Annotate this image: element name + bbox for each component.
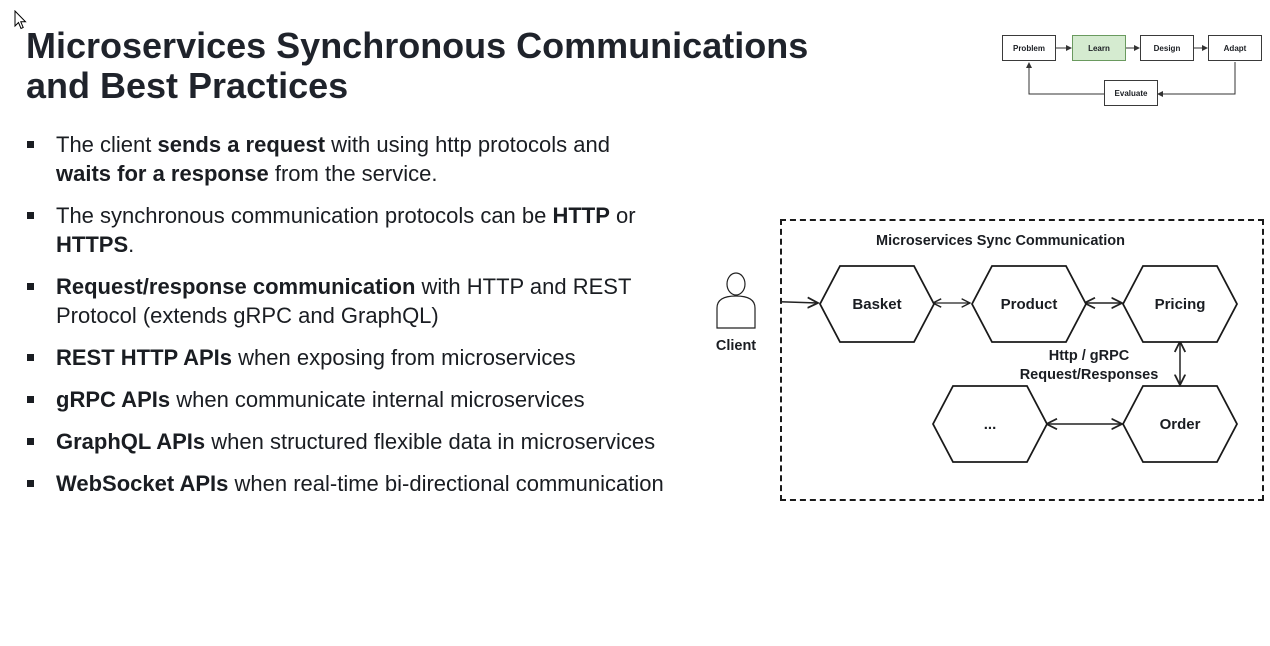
service-product: Product	[971, 264, 1087, 344]
bullet-text: when communicate internal microservices	[170, 387, 585, 412]
bullet-text: when structured flexible data in microse…	[205, 429, 656, 454]
mouse-pointer-icon	[14, 9, 28, 35]
bullet-text: Protocol (extends gRPC and GraphQL)	[56, 303, 439, 328]
client-actor: Client	[712, 270, 760, 360]
bullet-emphasis-text: REST HTTP APIs	[56, 345, 233, 370]
bullet-emphasis-text: HTTP	[552, 203, 610, 228]
bullet-line: REST HTTP APIs when exposing from micros…	[56, 343, 712, 372]
bullet-emphasis-text: WebSocket APIs	[56, 471, 229, 496]
flow-step-adapt: Adapt	[1208, 35, 1262, 61]
slide-title: Microservices Synchronous Communications…	[26, 26, 808, 106]
service-product-label: Product	[1000, 295, 1058, 313]
bullet-line: The client sends a request with using ht…	[56, 130, 712, 159]
bullet-emphasis-text: HTTPS	[56, 232, 129, 257]
service-basket: Basket	[819, 264, 935, 344]
diagram-frame	[780, 219, 1264, 501]
bullet-square-icon	[27, 480, 34, 487]
diagram-title: Microservices Sync Communication	[876, 233, 1125, 249]
bullet-text: from the service.	[268, 161, 438, 186]
bullet-emphasis-text: Request/response communication	[56, 274, 416, 299]
bullet-text: The client	[56, 132, 158, 157]
client-label: Client	[715, 338, 757, 354]
protocol-note-line-2: Request/Responses	[1019, 367, 1159, 383]
service-order-label: Order	[1159, 415, 1201, 433]
service-basket-label: Basket	[852, 295, 902, 313]
connector-arrows	[780, 219, 1266, 503]
bullet-text: with using http protocols and	[325, 132, 610, 157]
bullet-item: REST HTTP APIs when exposing from micros…	[27, 343, 712, 372]
bullet-item: Request/response communication with HTTP…	[27, 272, 712, 330]
bullet-square-icon	[27, 141, 34, 148]
bullet-item: The synchronous communication protocols …	[27, 201, 712, 259]
bullet-emphasis-text: GraphQL APIs	[56, 429, 206, 454]
bullet-text: The synchronous communication protocols …	[56, 203, 553, 228]
bullet-square-icon	[27, 396, 34, 403]
bullet-square-icon	[27, 212, 34, 219]
bullet-text: .	[128, 232, 135, 257]
bullet-emphasis-text: sends a request	[157, 132, 326, 157]
service-other-label: ...	[983, 415, 997, 433]
bullet-text: with HTTP and REST	[415, 274, 632, 299]
bullet-emphasis-text: gRPC APIs	[56, 387, 171, 412]
bullet-line: waits for a response from the service.	[56, 159, 712, 188]
sync-communication-diagram: Microservices Sync Communication Basket …	[780, 219, 1266, 503]
bullet-text: or	[609, 203, 636, 228]
bullet-item: gRPC APIs when communicate internal micr…	[27, 385, 712, 414]
bullet-line: GraphQL APIs when structured flexible da…	[56, 427, 712, 456]
bullet-line: gRPC APIs when communicate internal micr…	[56, 385, 712, 414]
bullet-line: HTTPS.	[56, 230, 712, 259]
bullet-line: Request/response communication with HTTP…	[56, 272, 712, 301]
service-order: Order	[1122, 384, 1238, 464]
bullet-text: when real-time bi-directional communicat…	[228, 471, 664, 496]
bullet-square-icon	[27, 283, 34, 290]
slide-title-line-2: and Best Practices	[26, 65, 349, 106]
bullet-item: The client sends a request with using ht…	[27, 130, 712, 188]
bullet-line: Protocol (extends gRPC and GraphQL)	[56, 301, 712, 330]
flow-step-learn: Learn	[1072, 35, 1126, 61]
process-flow-diagram: Problem Learn Design Adapt Evaluate	[1000, 33, 1265, 111]
service-pricing-label: Pricing	[1154, 295, 1206, 313]
protocol-note: Http / gRPC Request/Responses	[1010, 347, 1168, 385]
flow-step-problem: Problem	[1002, 35, 1056, 61]
slide-title-line-1: Microservices Synchronous Communications	[26, 25, 809, 66]
bullet-square-icon	[27, 438, 34, 445]
bullet-item: WebSocket APIs when real-time bi-directi…	[27, 469, 712, 498]
bullet-line: WebSocket APIs when real-time bi-directi…	[56, 469, 712, 498]
person-icon	[716, 272, 756, 329]
bullet-emphasis-text: waits for a response	[56, 161, 269, 186]
bullet-square-icon	[27, 354, 34, 361]
flow-step-design: Design	[1140, 35, 1194, 61]
bullet-item: GraphQL APIs when structured flexible da…	[27, 427, 712, 456]
flow-step-evaluate: Evaluate	[1104, 80, 1158, 106]
protocol-note-line-1: Http / gRPC	[1048, 348, 1130, 364]
bullet-text: when exposing from microservices	[232, 345, 576, 370]
bullet-list: The client sends a request with using ht…	[27, 130, 712, 511]
service-pricing: Pricing	[1122, 264, 1238, 344]
service-other: ...	[932, 384, 1048, 464]
bullet-line: The synchronous communication protocols …	[56, 201, 712, 230]
